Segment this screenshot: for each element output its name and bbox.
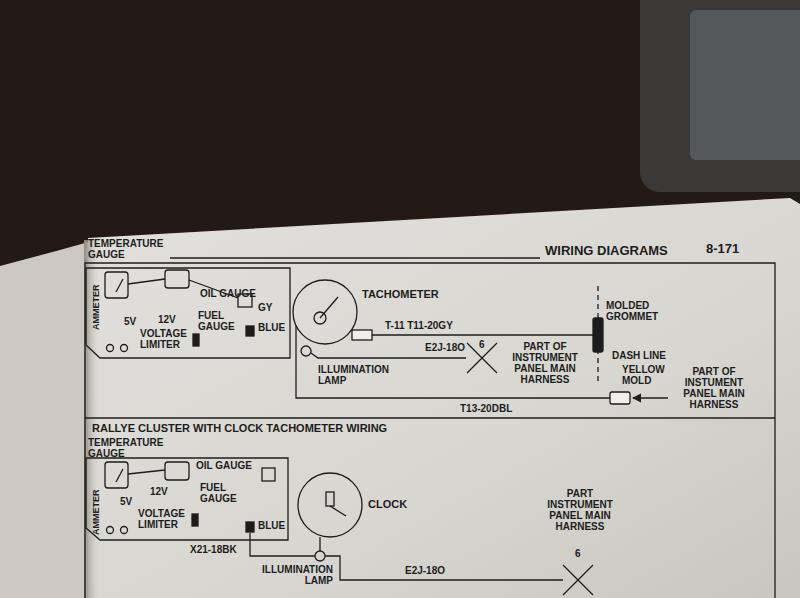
wire-code: X21-18BK xyxy=(190,544,237,555)
blue-connector xyxy=(246,326,254,336)
cluster-housing xyxy=(86,268,290,358)
phone xyxy=(640,0,800,192)
component-label: VOLTAGE LIMITER xyxy=(138,508,190,530)
voltage-limiter-symbol xyxy=(192,514,198,526)
tachometer-connector xyxy=(352,330,372,340)
gauge-label: TACHOMETER xyxy=(362,288,439,300)
splice-mark xyxy=(563,565,593,595)
grommet-label: MOLDED GROMMET xyxy=(606,300,670,322)
harness-note: PART OF INSTRUMENT PANEL MAIN HARNESS xyxy=(505,341,585,385)
phone-screen xyxy=(690,10,800,160)
gauge-label: OIL GAUGE xyxy=(196,460,252,471)
voltage-limiter-symbol xyxy=(193,334,199,346)
connector-label: YELLOW MOLD xyxy=(622,364,672,386)
gauge-label: FUEL GAUGE xyxy=(198,310,242,332)
clock-movement xyxy=(326,492,334,506)
phone-body xyxy=(640,0,800,192)
splice-number: 6 xyxy=(479,339,485,350)
voltage-label: 12V xyxy=(158,314,176,325)
tachometer-cluster xyxy=(86,268,668,404)
gauge-label: OIL GAUGE xyxy=(200,288,256,299)
clock-cluster xyxy=(86,458,593,595)
frame-border xyxy=(85,263,775,598)
temperature-gauge-symbol xyxy=(105,462,128,488)
temperature-gauge-symbol xyxy=(105,272,128,298)
lamp-label: ILLUMINATION LAMP xyxy=(255,564,333,586)
left-page xyxy=(0,241,92,598)
wire-code: T13-20DBL xyxy=(460,403,512,414)
oil-gauge-symbol xyxy=(165,462,189,480)
voltage-label: 12V xyxy=(150,486,168,497)
cluster-wire xyxy=(128,279,165,284)
voltage-label: 5V xyxy=(120,496,132,507)
page-number: 8-171 xyxy=(706,242,739,256)
splice-mark xyxy=(563,565,593,595)
gauge-label: AMMETER xyxy=(92,285,102,331)
tachometer-needle xyxy=(320,297,338,318)
clock-hand xyxy=(330,506,346,516)
wire-color-code: GY xyxy=(258,302,272,313)
gauge-label: TEMPERATURE GAUGE xyxy=(88,437,166,459)
ammeter-terminal xyxy=(107,345,114,352)
gauge-needle xyxy=(116,469,123,482)
tachometer-symbol xyxy=(293,280,357,344)
fuel-gauge-symbol xyxy=(262,468,275,481)
illumination-lamp-symbol xyxy=(315,551,325,561)
wire-code: T-11 T11-20GY xyxy=(385,320,453,331)
connector-label: BLUE xyxy=(258,322,285,333)
harness-note: PART INSTRUMENT PANEL MAIN HARNESS xyxy=(545,488,615,532)
cluster-housing xyxy=(86,458,288,540)
wire-t13 xyxy=(296,326,610,398)
yellow-mold-connector xyxy=(610,392,630,404)
voltage-label: 5V xyxy=(124,316,136,327)
harness-arrow xyxy=(633,397,668,398)
molded-grommet xyxy=(593,318,603,352)
gauge-label: FUEL GAUGE xyxy=(200,482,244,504)
right-page xyxy=(88,198,800,598)
blue-connector xyxy=(246,522,254,532)
oil-gauge-symbol xyxy=(165,270,189,288)
gauge-needle xyxy=(116,279,123,292)
wire-e2j xyxy=(311,353,466,358)
gauge-label: AMMETER xyxy=(92,490,102,536)
connector-label: BLUE xyxy=(258,520,285,531)
harness-note: PART OF INSTUMENT PANEL MAIN HARNESS xyxy=(672,366,756,410)
ammeter-terminal xyxy=(121,345,128,352)
ammeter-terminal xyxy=(121,527,128,534)
clock-label: CLOCK xyxy=(368,498,407,510)
lamp-label: ILLUMINATION LAMP xyxy=(318,364,398,386)
ammeter-terminal xyxy=(107,527,114,534)
wire-x21 xyxy=(250,533,315,556)
clock-symbol xyxy=(298,473,362,537)
page-frame xyxy=(85,258,775,598)
lamp-lead xyxy=(319,537,320,551)
illumination-lamp-symbol xyxy=(301,346,311,356)
diagram-heading: RALLYE CLUSTER WITH CLOCK TACHOMETER WIR… xyxy=(92,422,387,434)
wire-code: E2J-18O xyxy=(425,342,465,353)
dash-line-label: DASH LINE xyxy=(612,350,666,361)
splice-number: 6 xyxy=(575,548,581,559)
component-label: VOLTAGE LIMITER xyxy=(140,328,192,350)
header-rule xyxy=(170,257,540,258)
gauge-label: TEMPERATURE GAUGE xyxy=(88,238,166,260)
section-rule xyxy=(85,417,775,418)
wire-code: E2J-18O xyxy=(405,565,445,576)
wire-e2j xyxy=(325,556,563,580)
cluster-wire xyxy=(128,470,165,474)
wire-t11 xyxy=(372,334,594,335)
section-header: WIRING DIAGRAMS xyxy=(545,244,668,258)
